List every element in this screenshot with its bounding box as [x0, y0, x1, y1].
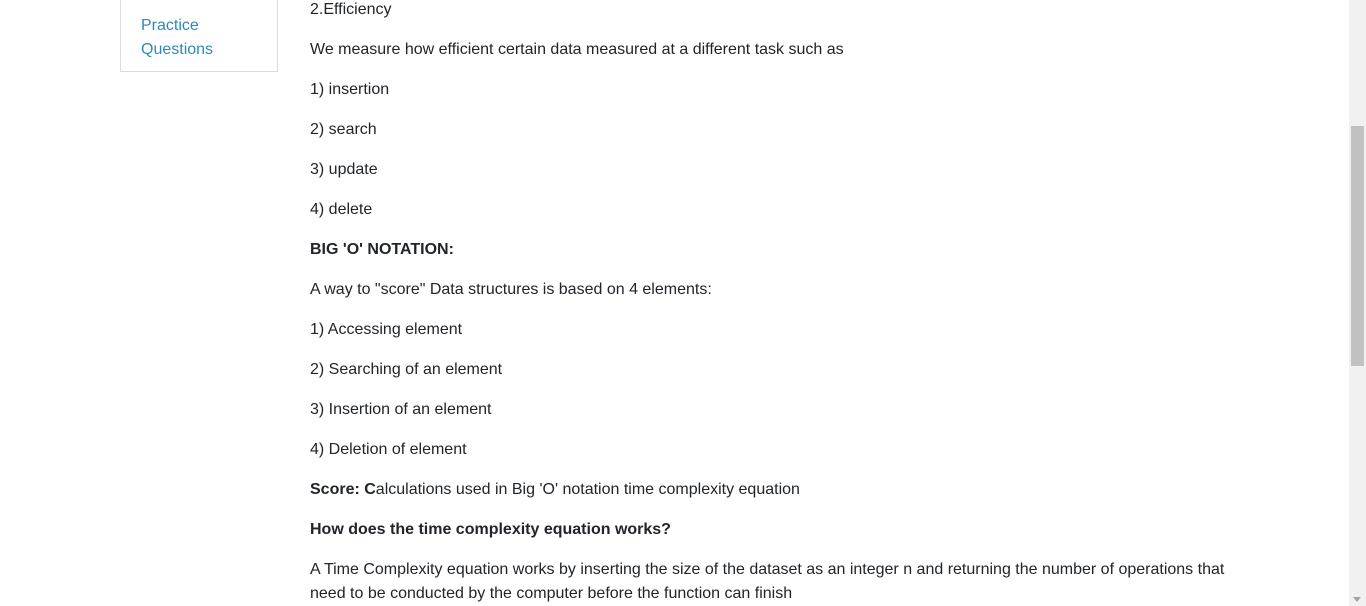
big-o-heading: BIG 'O' NOTATION:	[310, 241, 454, 258]
element-item: 3) Insertion of an element	[310, 401, 492, 418]
element-item: 2) Searching of an element	[310, 361, 503, 378]
element-item: 4) Deletion of element	[310, 441, 467, 458]
question-heading: How does the time complexity equation wo…	[310, 521, 671, 538]
practice-questions-link[interactable]: Practice Questions	[141, 17, 214, 58]
sidebar-nav-box: Practice Questions	[120, 0, 278, 72]
vertical-scrollbar[interactable]	[1349, 0, 1366, 606]
task-item: 2) search	[310, 121, 377, 138]
score-label: Score: C	[310, 481, 376, 498]
scroll-down-arrow-icon[interactable]	[1353, 597, 1361, 602]
task-item: 3) update	[310, 161, 378, 178]
task-item: 4) delete	[310, 201, 373, 218]
score-intro: A way to "score" Data structures is base…	[310, 281, 712, 298]
task-item: 1) insertion	[310, 81, 390, 98]
scrollbar-thumb[interactable]	[1351, 126, 1364, 366]
efficiency-intro: We measure how efficient certain data me…	[310, 41, 844, 58]
element-item: 1) Accessing element	[310, 321, 463, 338]
efficiency-heading: 2.Efficiency	[310, 1, 392, 18]
answer-paragraph: A Time Complexity equation works by inse…	[310, 561, 1225, 602]
score-paragraph: Score: Calculations used in Big 'O' nota…	[310, 478, 800, 502]
score-text: alculations used in Big 'O' notation tim…	[375, 481, 800, 498]
